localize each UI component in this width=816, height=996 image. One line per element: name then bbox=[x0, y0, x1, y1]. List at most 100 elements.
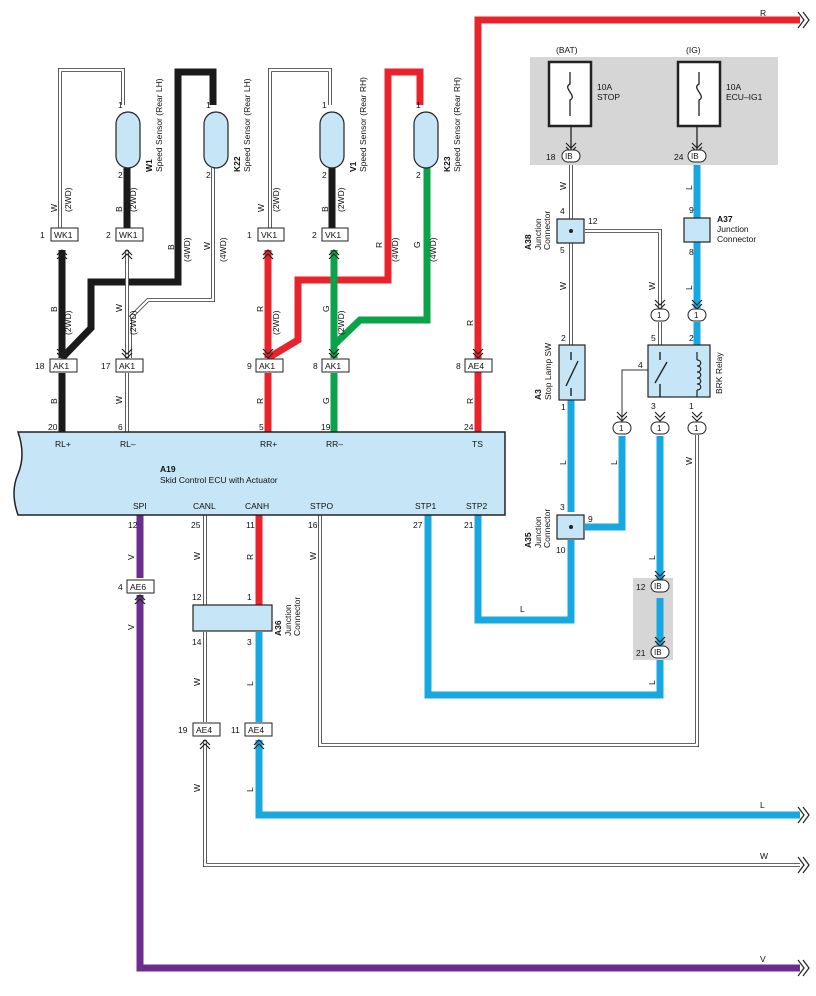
chevron-one-c bbox=[616, 411, 628, 422]
one-conn-a-label: 1 bbox=[657, 311, 662, 320]
junction-a35-pin3: 3 bbox=[560, 502, 565, 512]
conn-ae6-4-box bbox=[126, 579, 155, 594]
conn-wk1-b: WK1 2 bbox=[106, 227, 144, 242]
lbl-b-b: B bbox=[166, 244, 176, 250]
lbl-2wd-c: (2WD) bbox=[63, 310, 73, 335]
sensor-k22-pin1: 1 bbox=[206, 100, 211, 110]
lbl-w-l: W bbox=[192, 784, 202, 792]
lbl-l-f: L bbox=[647, 680, 657, 685]
chevron-ak1-17 bbox=[121, 348, 133, 359]
lbl-r-f: R bbox=[245, 554, 255, 560]
sensor-w1-body bbox=[115, 111, 141, 169]
ecu-pin-rlm-num: 6 bbox=[118, 422, 123, 432]
junction-a38: 4 12 5 A38 Junction Connector bbox=[523, 206, 598, 255]
junction-a35-name2: Connector bbox=[542, 509, 552, 548]
fuse-stop-name: STOP bbox=[597, 92, 620, 102]
junction-a37: 9 8 A37 Junction Connector bbox=[683, 205, 756, 257]
conn-vk1-b: VK1 2 bbox=[312, 227, 349, 242]
brk-relay-contact bbox=[654, 352, 668, 397]
lbl-w-m: W bbox=[308, 552, 318, 560]
chevron-one-d bbox=[654, 411, 666, 422]
conn-ak1-17-pin: 17 bbox=[101, 361, 111, 371]
chevron-one-e bbox=[691, 411, 703, 422]
ecu-pin-rlm: RL– bbox=[120, 439, 136, 449]
lbl-v-a: V bbox=[126, 554, 136, 560]
ib-21-pin: 21 bbox=[636, 648, 646, 658]
conn-ae4-8-pin: 8 bbox=[456, 361, 461, 371]
brk-relay-pin2: 2 bbox=[689, 333, 694, 343]
wire-a38-relay-outline bbox=[585, 229, 662, 308]
lbl-b-e: B bbox=[320, 206, 330, 212]
chevron-vk1b bbox=[328, 249, 340, 260]
conn-ae4-8: AE4 8 bbox=[456, 358, 493, 373]
junction-a36-pin12: 12 bbox=[192, 592, 202, 602]
sensor-v1-pin2: 2 bbox=[322, 170, 327, 180]
ecu-pin-rlp-num: 20 bbox=[48, 422, 58, 432]
fuse-stop-source: (BAT) bbox=[556, 45, 578, 55]
stop-lamp-switch-name: Stop Lamp SW bbox=[543, 343, 553, 400]
brk-relay: 5 2 4 3 1 BRK Relay bbox=[638, 333, 724, 411]
ecu-pin-rrp: RR+ bbox=[260, 439, 277, 449]
lbl-2wd-h: (2WD) bbox=[336, 310, 346, 335]
junction-a37-body bbox=[683, 217, 711, 243]
sensor-v1: 1 2 V1 Speed Sensor (Rear RH) bbox=[319, 77, 368, 180]
lbl-w-j: W bbox=[192, 552, 202, 560]
wire-a38-relay bbox=[585, 229, 662, 308]
ib-12-pin: 12 bbox=[636, 582, 646, 592]
fuse-stop-element bbox=[567, 72, 573, 116]
conn-wk1-a: WK1 1 bbox=[40, 227, 79, 242]
sensor-k23-code: K23 bbox=[442, 156, 452, 172]
chevron-ak1-8 bbox=[328, 348, 340, 359]
junction-a38-name1: Junction bbox=[533, 218, 543, 250]
lbl-w-d: W bbox=[114, 396, 124, 404]
lbl-r-d: R bbox=[465, 320, 475, 326]
ib-24-pin: 24 bbox=[674, 152, 684, 162]
lbl-l-g: L bbox=[520, 604, 525, 614]
lbl-w-a: W bbox=[49, 204, 59, 212]
brk-relay-pin1: 1 bbox=[689, 401, 694, 411]
brk-relay-pin3: 3 bbox=[651, 401, 656, 411]
ecu-pin-stp1: STP1 bbox=[415, 501, 437, 511]
conn-vk1-a-label: VK1 bbox=[261, 230, 277, 240]
offpage-w-icon bbox=[797, 856, 810, 874]
conn-ak1-9-pin: 9 bbox=[247, 361, 252, 371]
stop-lamp-switch-code: A3 bbox=[533, 389, 543, 400]
lbl-b-c: B bbox=[49, 306, 59, 312]
wire-stp2 bbox=[474, 515, 575, 624]
chevron-wk1a bbox=[56, 249, 68, 260]
junction-a38-node bbox=[569, 229, 573, 233]
lbl-w-i: W bbox=[684, 457, 694, 465]
lbl-w-c: W bbox=[114, 304, 124, 312]
wire-labels: W (2WD) B (2WD) B (4WD) W (4WD) B (2WD) … bbox=[49, 182, 694, 792]
sensor-k22-code: K22 bbox=[232, 156, 242, 172]
conn-ae4-19-pin: 19 bbox=[178, 725, 188, 735]
sensor-w1-name: Speed Sensor (Rear LH) bbox=[154, 78, 164, 172]
sensor-k22-name: Speed Sensor (Rear LH) bbox=[242, 78, 252, 172]
junction-a37-name1: Junction bbox=[717, 224, 749, 234]
wire-w1-pin1 bbox=[58, 68, 125, 228]
chevron-ae4-19 bbox=[199, 739, 211, 750]
conn-ae4-11-box bbox=[244, 722, 273, 737]
sensor-k22-body bbox=[203, 111, 229, 169]
wire-stp1 bbox=[424, 515, 664, 699]
chevron-ae6 bbox=[134, 594, 146, 605]
offpage-l-label: L bbox=[760, 800, 765, 810]
junction-a38-pin12: 12 bbox=[588, 216, 598, 226]
fuse-ig-source: (IG) bbox=[686, 45, 701, 55]
conn-ae4-11-pin: 11 bbox=[231, 725, 240, 735]
junction-a36-body bbox=[192, 604, 273, 632]
lbl-4wd-a: (4WD) bbox=[182, 237, 192, 262]
junction-a36-pin3: 3 bbox=[247, 637, 252, 647]
junction-a36-pin14: 14 bbox=[192, 637, 202, 647]
ib-18-pin: 18 bbox=[546, 152, 556, 162]
fuse-ecu-ig1: (IG) 10A ECU–IG1 bbox=[676, 45, 763, 128]
ib-connectors: IB 18 IB 24 IB 12 IB 21 bbox=[546, 149, 707, 659]
ecu-pin-ts: TS bbox=[472, 439, 483, 449]
junction-a37-name2: Connector bbox=[717, 234, 756, 244]
conn-ak1-18-box bbox=[49, 358, 78, 373]
ib-21-label: IB bbox=[654, 648, 662, 657]
brk-relay-name: BRK Relay bbox=[714, 352, 724, 394]
ib-12-label: IB bbox=[654, 582, 662, 591]
